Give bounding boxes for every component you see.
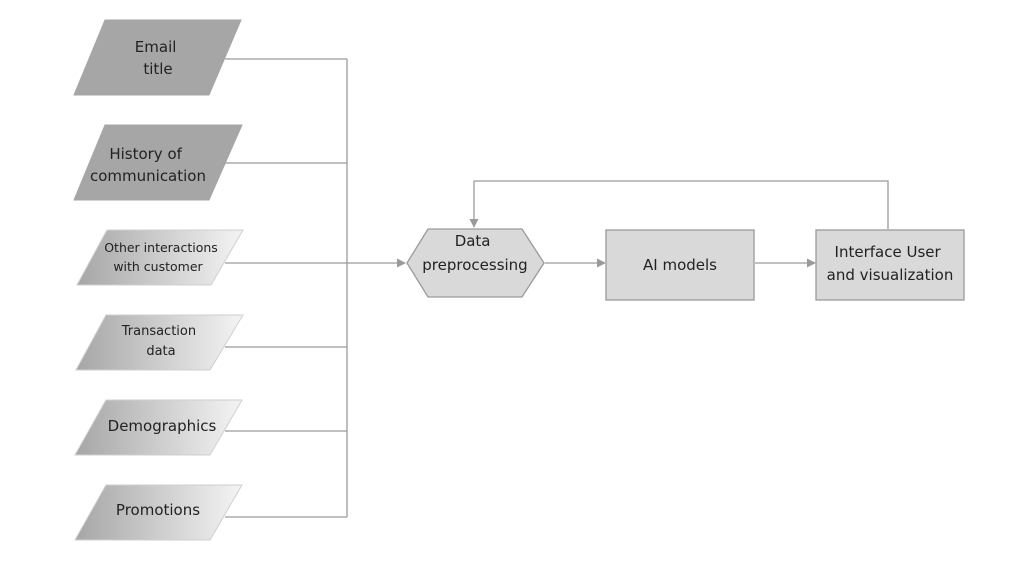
input-history-shape	[73, 124, 243, 201]
input-demographics-line-1: Demographics	[108, 417, 217, 435]
input-other-interactions-shape	[76, 229, 244, 286]
input-transaction-label: Transaction data	[121, 324, 201, 359]
input-history-line-2: communication	[90, 167, 206, 185]
input-email-title-shape	[73, 19, 242, 96]
input-shapes	[73, 19, 244, 541]
interface-label: Interface User and visualization	[827, 243, 954, 284]
input-email-title-line-2: title	[143, 60, 172, 78]
input-labels: Email title History of communication Oth…	[90, 38, 222, 519]
interface-box	[815, 229, 965, 301]
input-promotions-label: Promotions	[116, 501, 200, 519]
preprocessing-label: Data preprocessing	[422, 232, 527, 274]
interface-line-1: Interface User	[835, 243, 942, 261]
input-email-title-line-1: Email	[135, 38, 177, 56]
input-transaction-line-2: data	[146, 344, 175, 359]
input-connectors	[225, 58, 889, 518]
ai-models-line-1: AI models	[643, 256, 717, 274]
input-email-title-label: Email title	[135, 38, 181, 78]
input-promotions-line-1: Promotions	[116, 501, 200, 519]
ai-models-box	[605, 229, 755, 301]
input-other-interactions-line-2: with customer	[113, 259, 203, 274]
input-other-interactions-label: Other interactions with customer	[104, 240, 222, 274]
preprocessing-line-1: Data	[455, 232, 491, 250]
input-transaction-line-1: Transaction	[121, 324, 196, 339]
input-history-line-1: History of	[109, 145, 182, 163]
input-demographics-shape	[74, 399, 243, 456]
ai-models-label: AI models	[643, 256, 717, 274]
input-other-interactions-line-1: Other interactions	[104, 240, 218, 255]
interface-line-2: and visualization	[827, 266, 954, 284]
input-promotions-shape	[74, 484, 243, 541]
process-nodes: Data preprocessing AI models Interface U…	[406, 228, 965, 301]
preprocessing-line-2: preprocessing	[422, 256, 527, 274]
input-transaction-shape	[75, 314, 244, 371]
feedback-loop-arrow	[469, 180, 889, 229]
preprocessing-hexagon	[406, 228, 545, 298]
input-history-label: History of communication	[90, 145, 206, 185]
input-demographics-label: Demographics	[108, 417, 217, 435]
